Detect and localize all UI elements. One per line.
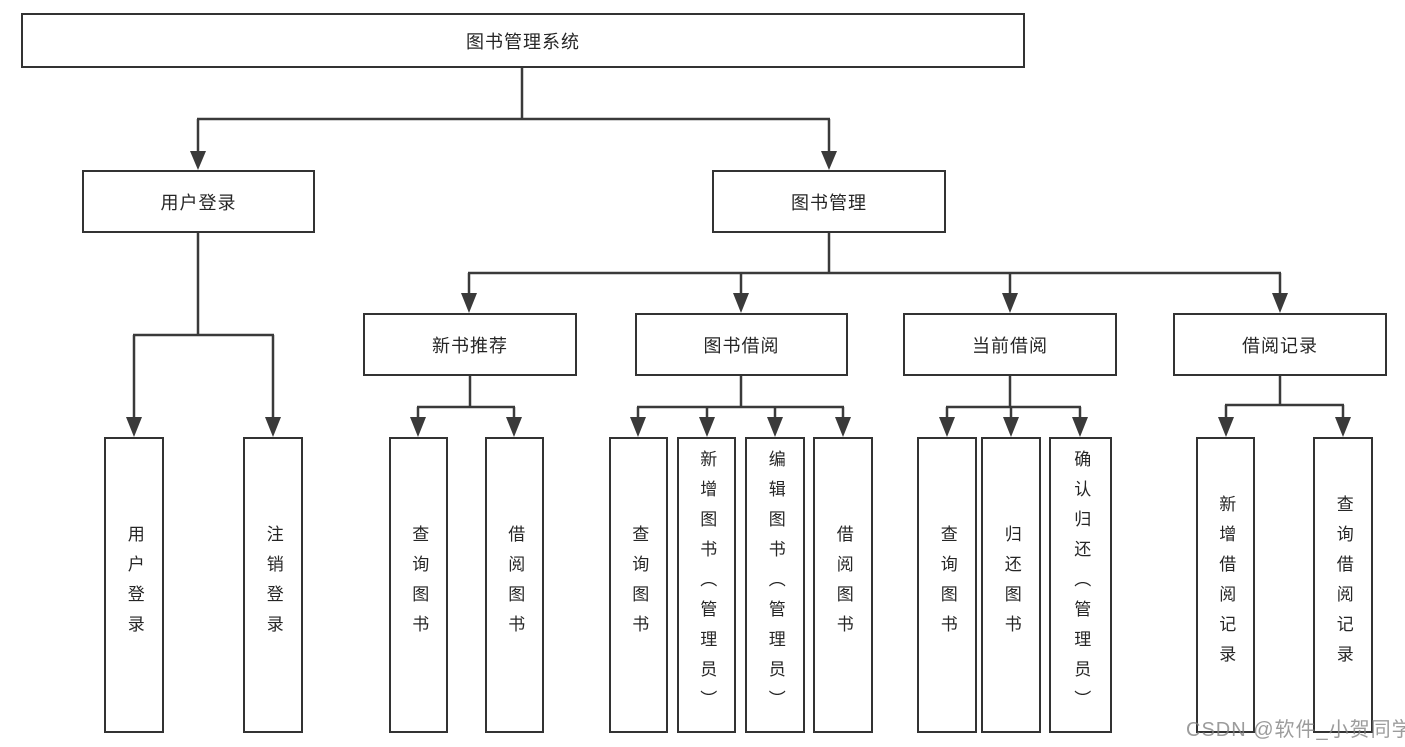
node-root-label: 图书管理系统 [466, 31, 580, 52]
node-new-book-recommend: 新书推荐 [363, 313, 577, 376]
leaf-borrow-book-label: 借阅图书 [833, 525, 853, 645]
leaf-query-book-recommend: 查询图书 [389, 437, 448, 733]
node-book-borrow-label: 图书借阅 [703, 335, 780, 356]
leaf-borrow-book-recommend-label: 借阅图书 [505, 525, 525, 645]
node-new-book-recommend-label: 新书推荐 [432, 335, 508, 356]
leaf-query-book-current-label: 查询图书 [937, 525, 957, 645]
leaf-query-borrow-record: 查询借阅记录 [1313, 437, 1373, 733]
leaf-logout-label: 注销登录 [263, 525, 283, 645]
node-book-management: 图书管理 [712, 170, 946, 233]
leaf-logout: 注销登录 [243, 437, 303, 733]
leaf-user-login-label: 用户登录 [124, 525, 144, 645]
node-current-borrow: 当前借阅 [903, 313, 1117, 376]
node-book-management-label: 图书管理 [791, 192, 867, 213]
leaf-confirm-return-admin-label: 确认归还（管理员） [1071, 450, 1091, 720]
leaf-return-book-label: 归还图书 [1001, 525, 1021, 645]
leaf-query-book-recommend-label: 查询图书 [409, 525, 429, 645]
node-user-login-label: 用户登录 [160, 192, 237, 213]
node-borrow-record: 借阅记录 [1173, 313, 1387, 376]
node-root-system: 图书管理系统 [21, 13, 1025, 68]
leaf-query-borrow-record-label: 查询借阅记录 [1333, 495, 1353, 675]
node-book-borrow: 图书借阅 [635, 313, 848, 376]
csdn-watermark: CSDN @软件_小贺同学 [1186, 719, 1405, 741]
leaf-return-book: 归还图书 [981, 437, 1041, 733]
leaf-add-book-admin-label: 新增图书（管理员） [697, 450, 717, 720]
leaf-edit-book-admin-label: 编辑图书（管理员） [765, 450, 785, 720]
leaf-edit-book-admin: 编辑图书（管理员） [745, 437, 805, 733]
leaf-query-book-current: 查询图书 [917, 437, 977, 733]
leaf-borrow-book: 借阅图书 [813, 437, 873, 733]
leaf-add-borrow-record-label: 新增借阅记录 [1216, 495, 1236, 675]
leaf-add-book-admin: 新增图书（管理员） [677, 437, 736, 733]
leaf-user-login: 用户登录 [104, 437, 164, 733]
leaf-add-borrow-record: 新增借阅记录 [1196, 437, 1255, 733]
node-user-login: 用户登录 [82, 170, 315, 233]
leaf-query-book-borrow: 查询图书 [609, 437, 668, 733]
node-borrow-record-label: 借阅记录 [1242, 335, 1318, 356]
leaf-query-book-borrow-label: 查询图书 [629, 525, 649, 645]
leaf-confirm-return-admin: 确认归还（管理员） [1049, 437, 1112, 733]
leaf-borrow-book-recommend: 借阅图书 [485, 437, 544, 733]
node-current-borrow-label: 当前借阅 [972, 335, 1048, 356]
